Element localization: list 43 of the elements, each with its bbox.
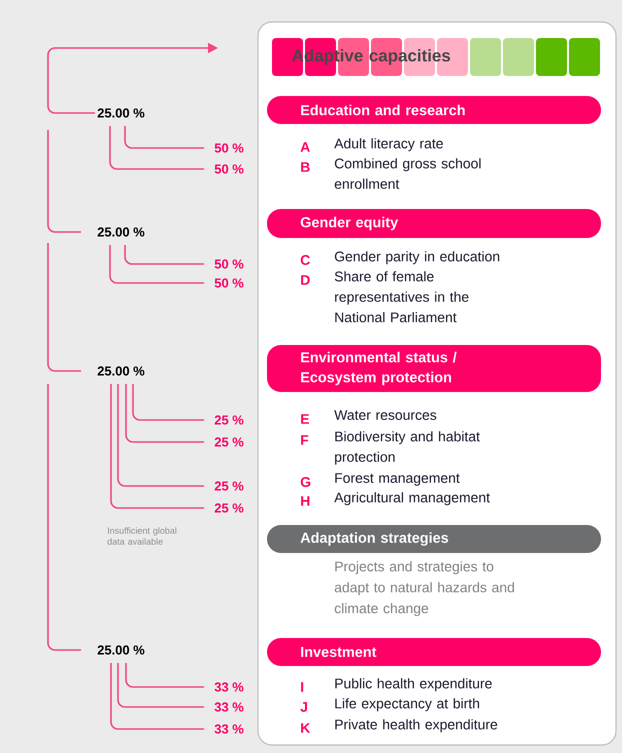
category-band: Environmental status / Ecosystem protection bbox=[267, 345, 601, 392]
category-band: Education and research bbox=[267, 96, 601, 124]
item-letter: C bbox=[300, 255, 310, 265]
item-letter: B bbox=[301, 162, 310, 172]
indicator-text: Private health expenditure bbox=[335, 719, 498, 732]
indicator-text: Share of female representatives in the National Parliament bbox=[334, 271, 468, 322]
item-letter: F bbox=[301, 435, 308, 445]
item-letter: E bbox=[301, 414, 309, 424]
item-letter: J bbox=[300, 702, 307, 712]
weight-label: 25.00 % bbox=[98, 645, 144, 655]
item-letter: H bbox=[301, 496, 310, 506]
category-band: Gender equity bbox=[267, 209, 601, 238]
category-band: Investment bbox=[267, 638, 601, 666]
indicator-text: Combined gross school enrollment bbox=[334, 158, 481, 189]
category-band: Adaptation strategies bbox=[267, 525, 601, 553]
item-letter: D bbox=[301, 275, 310, 285]
note-text: Insufficient global data available bbox=[108, 527, 176, 545]
weight-label: 50 % bbox=[214, 164, 244, 174]
weight-label: 50 % bbox=[214, 259, 244, 269]
indicator-text: Biodiversity and habitat protection bbox=[335, 431, 480, 465]
indicator-text: Adult literacy rate bbox=[334, 138, 443, 152]
weight-label: 25 % bbox=[214, 481, 244, 491]
item-letter: I bbox=[301, 682, 304, 692]
indicator-text: Gender parity in education bbox=[334, 251, 500, 264]
indicator-text: Forest management bbox=[335, 473, 460, 486]
weight-label: 33 % bbox=[214, 724, 244, 734]
weight-label: 25 % bbox=[214, 437, 244, 447]
weight-label: 25.00 % bbox=[98, 108, 144, 118]
indicator-text: Life expectancy at birth bbox=[335, 698, 480, 712]
indicator-text: Agricultural management bbox=[334, 492, 490, 506]
weight-label: 33 % bbox=[214, 682, 244, 692]
weight-label: 25.00 % bbox=[98, 227, 144, 237]
item-letter: G bbox=[300, 477, 310, 487]
indicator-text: Water resources bbox=[334, 410, 436, 420]
weight-label: 25 % bbox=[214, 415, 244, 425]
weight-label: 33 % bbox=[214, 702, 244, 712]
weight-label: 50 % bbox=[214, 278, 244, 288]
item-letter: K bbox=[301, 723, 310, 733]
description-text: Projects and strategies to adapt to natural hazards and climate change bbox=[334, 561, 514, 616]
weight-label: 25.00 % bbox=[98, 366, 144, 376]
weight-label: 50 % bbox=[214, 143, 244, 153]
weight-label: 25 % bbox=[214, 503, 244, 513]
item-letter: A bbox=[300, 142, 310, 152]
